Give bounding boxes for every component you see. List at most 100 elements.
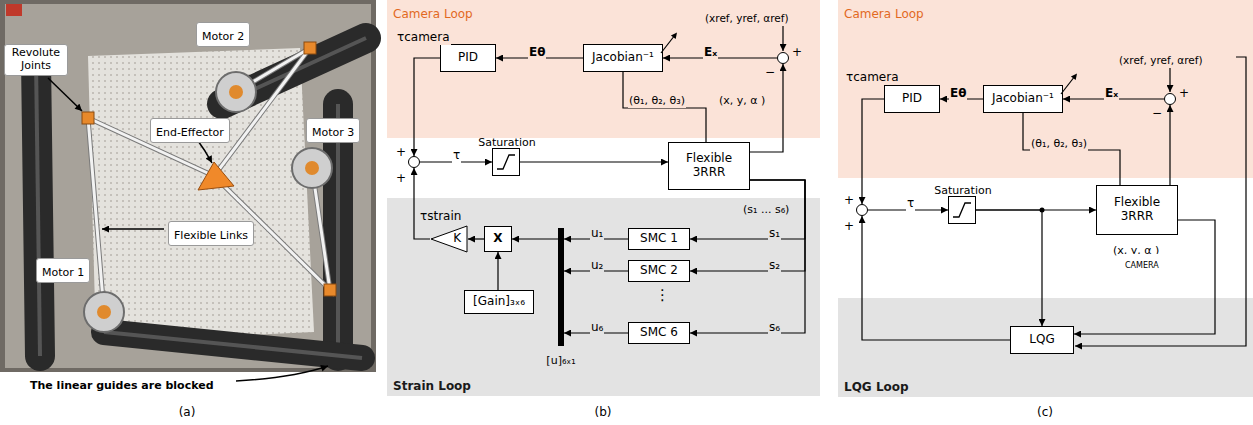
block-text: PID: [902, 92, 922, 106]
text-slot: τstrain: [419, 206, 462, 224]
mux-bar: [u]₆ₓ₁: [558, 228, 564, 346]
callout-text: Motor 2: [202, 31, 244, 44]
text-slot: ⋮: [655, 286, 670, 304]
callout-text: Motor 3: [312, 127, 354, 140]
gain-triangle-outline: [430, 225, 468, 253]
loop-title: Strain Loop: [393, 380, 471, 394]
sign: +: [396, 146, 406, 160]
summing-junction: ++: [408, 156, 420, 168]
text-slot: s₆: [768, 317, 781, 335]
text-slot: Camera Loop: [393, 4, 473, 22]
signal-label: τcamera: [846, 71, 899, 85]
variable-arrow: [659, 31, 681, 55]
signal-label: (θ₁, θ₂, θ₃): [629, 95, 685, 108]
connector: [1169, 105, 1170, 185]
signal-label: s₂: [769, 259, 780, 273]
flexible-link-shadow: [88, 118, 214, 312]
text-slot: Eₓ: [703, 42, 718, 60]
block-text: PID: [458, 51, 478, 65]
motor: [216, 72, 256, 112]
text-slot: +: [844, 216, 854, 234]
text-slot: s₂: [768, 255, 781, 273]
signal-label: Eₓ: [1105, 87, 1118, 101]
text-slot: τ: [452, 145, 461, 163]
saturation-curve: [497, 155, 515, 169]
sign: +: [844, 194, 854, 208]
connector: [468, 238, 484, 239]
guide-slot: [104, 332, 362, 358]
text-slot: (s₁ ... s₆): [742, 199, 790, 217]
motor: [292, 148, 332, 188]
text-slot: +: [396, 168, 406, 186]
sign: +: [844, 220, 854, 234]
block-text: SMC 2: [640, 264, 678, 278]
signal-label: s₆: [769, 321, 780, 335]
photo-note: The linear guides are blocked: [30, 380, 214, 393]
text-slot: τcamera: [396, 27, 451, 45]
gain-triangle-shape: [431, 226, 467, 252]
text-slot: τ: [906, 193, 915, 211]
reference-signal: (xref, yref, αref): [1119, 54, 1203, 66]
sign: −: [1152, 107, 1162, 121]
signal-label: τ: [453, 149, 460, 163]
variable-arrow: [1059, 72, 1081, 96]
sign: −: [765, 66, 775, 80]
callout-label: Motor 1: [36, 258, 90, 283]
saturation-block: Saturation: [492, 148, 520, 176]
block-text: Jacobian⁻¹: [592, 51, 654, 65]
summing-junction: +−: [777, 52, 789, 64]
text-slot: +: [792, 42, 802, 60]
variable-arrow-head: [671, 33, 677, 40]
callout-label: End-Effector: [150, 118, 230, 143]
text-slot: −: [765, 62, 775, 80]
signal-label: τ: [907, 197, 914, 211]
saturation-block: Saturation: [948, 196, 976, 224]
block-text: SMC 1: [640, 232, 678, 246]
motor: [84, 292, 124, 332]
callout-text: Revolute Joints: [10, 47, 62, 72]
signal-label: τcamera: [397, 31, 450, 45]
text-slot: u₁: [590, 223, 604, 241]
text-slot: Saturation: [478, 132, 535, 150]
callout-label: Flexible Links: [168, 221, 254, 246]
block-label: Saturation: [478, 137, 535, 150]
text-slot: Camera Loop: [844, 4, 924, 22]
motor-hub: [305, 161, 319, 175]
mux-label: [u]₆ₓ₁: [546, 355, 575, 368]
gain-text: K: [453, 232, 461, 246]
block-text: X: [493, 232, 502, 246]
robot-photo: [0, 0, 376, 372]
lqg-block: LQG: [1010, 326, 1074, 354]
text-slot: (c): [1037, 402, 1053, 420]
text-slot: [u]₆ₓ₁: [546, 350, 575, 368]
reference-input: [1169, 66, 1170, 92]
signal-label: Eθ: [529, 46, 545, 60]
text-slot: The linear guides are blocked: [30, 375, 214, 393]
callout-label: Revolute Joints: [4, 44, 68, 76]
signal-label: Eθ: [950, 87, 966, 101]
callout-text: Motor 1: [42, 267, 84, 280]
sign: +: [792, 46, 802, 60]
block-text: Flexible 3RRR: [677, 152, 741, 180]
text-slot: (θ₁, θ₂, θ₃): [628, 90, 686, 108]
gain-matrix-block: [Gain]₃ₓ₆: [464, 290, 534, 314]
text-slot: u₆: [590, 317, 604, 335]
sign: +: [1179, 87, 1189, 101]
jacobian-block: Jacobian⁻¹: [983, 85, 1063, 113]
sign: +: [396, 172, 406, 186]
end-effector: [198, 162, 234, 190]
text-slot: s₁: [768, 223, 781, 241]
plant-block: Flexible 3RRR: [668, 142, 750, 190]
reference-signal: (xref, yref, αref): [705, 12, 789, 24]
guide-slot: [36, 60, 40, 356]
signal-label: (θ₁, θ₂, θ₃): [1031, 138, 1087, 151]
signal-label: u₁: [591, 227, 603, 241]
saturation-symbol: [493, 149, 519, 175]
panel-label: (b): [595, 406, 612, 420]
signal-label: u₆: [591, 321, 603, 335]
reference-input: [782, 23, 783, 51]
red-button: [6, 4, 22, 16]
text-slot: (xref, yref, αref): [704, 8, 790, 26]
block-label: Saturation: [934, 185, 991, 198]
